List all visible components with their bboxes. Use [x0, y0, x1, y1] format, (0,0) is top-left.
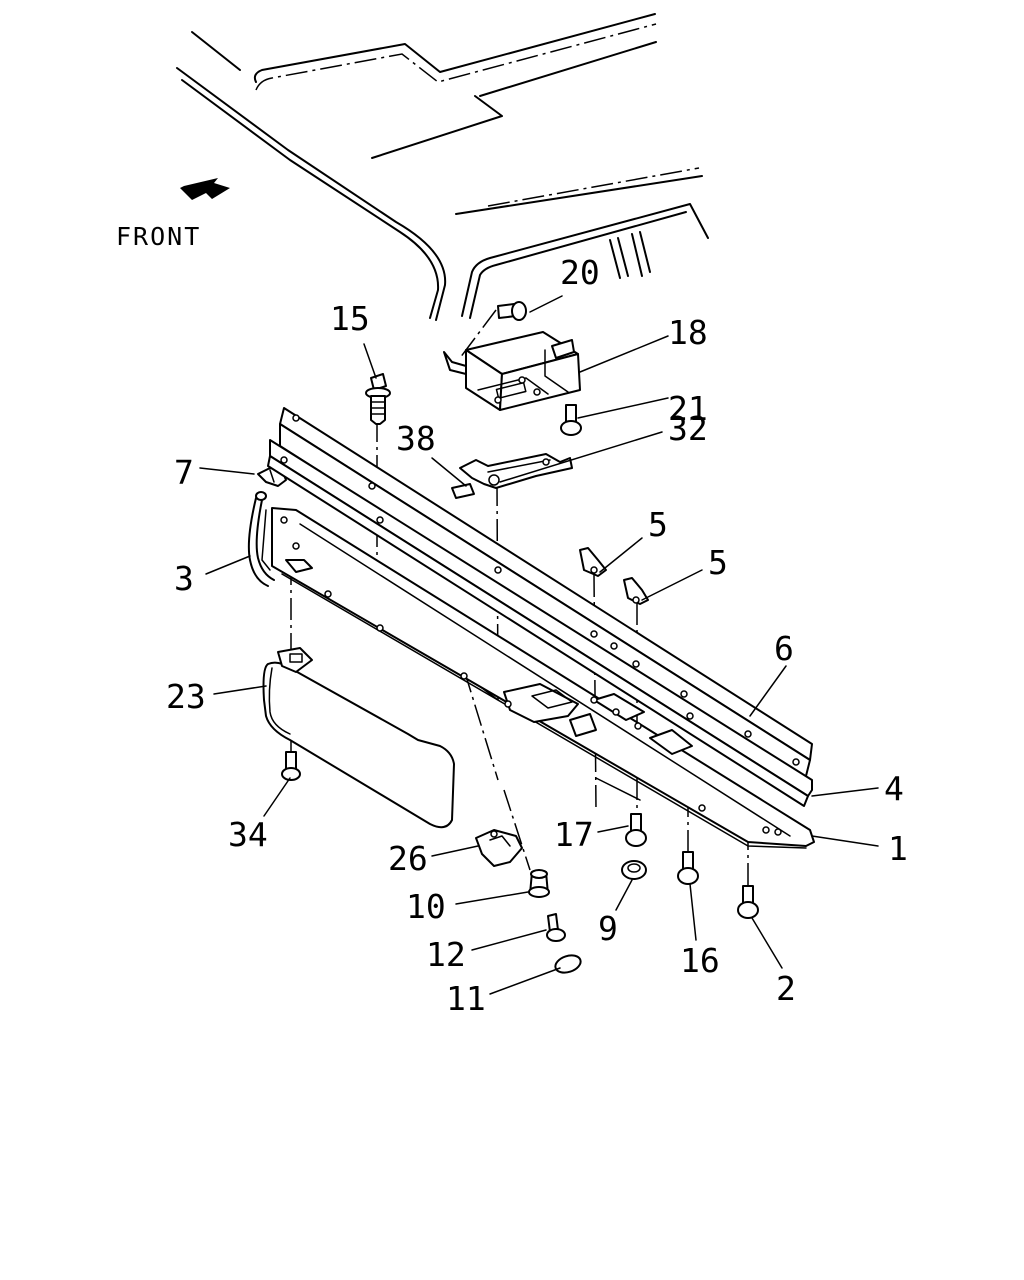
clip-part-15 — [365, 373, 391, 425]
bolt-part-2 — [737, 885, 759, 919]
front-arrow — [180, 178, 230, 200]
screw-part-17 — [625, 813, 647, 847]
screw-part-20 — [497, 301, 527, 321]
callout-16: 16 — [680, 941, 720, 980]
screw-part-34 — [281, 751, 301, 781]
nut-part-9 — [621, 860, 647, 880]
roof-outline — [176, 13, 709, 321]
rail-part-6 — [279, 407, 813, 777]
strip-part-3 — [247, 491, 275, 587]
panel-part-1 — [261, 507, 815, 849]
callout-9: 9 — [598, 909, 618, 948]
sun-visor-part-23 — [262, 647, 455, 829]
leader-lines — [199, 295, 879, 995]
callout-12: 12 — [426, 935, 466, 974]
plate-part-32 — [459, 453, 573, 489]
callout-18: 18 — [668, 313, 708, 352]
clip-part-5-lower — [623, 577, 649, 605]
bracket-part-26 — [475, 829, 523, 867]
screw-part-21 — [560, 404, 582, 436]
callout-38: 38 — [396, 419, 436, 458]
front-label: FRONT — [116, 222, 201, 251]
screw-part-12 — [546, 913, 566, 942]
callout-1: 1 — [888, 829, 908, 868]
callout-17: 17 — [554, 815, 594, 854]
cap-part-11 — [554, 954, 582, 974]
callout-26: 26 — [388, 839, 428, 878]
callout-34: 34 — [228, 815, 268, 854]
callout-4: 4 — [884, 769, 904, 808]
callout-2: 2 — [776, 969, 796, 1008]
pad-part-38 — [451, 483, 475, 499]
clip-part-5-upper — [579, 547, 607, 577]
callout-10: 10 — [406, 887, 446, 926]
callout-21: 21 — [668, 389, 708, 428]
grommet-part-10 — [528, 869, 550, 898]
bracket-box-part-18 — [443, 331, 581, 411]
rail-part-4 — [267, 439, 813, 807]
callout-3: 3 — [174, 559, 194, 598]
callout-5-upper: 5 — [648, 505, 668, 544]
callout-7: 7 — [174, 453, 194, 492]
bolt-part-16 — [677, 851, 699, 885]
callout-5-lower: 5 — [708, 543, 728, 582]
callout-11: 11 — [446, 979, 486, 1018]
callout-32: 32 — [668, 409, 708, 448]
callout-6: 6 — [774, 629, 794, 668]
callout-15: 15 — [330, 299, 370, 338]
callout-23: 23 — [166, 677, 206, 716]
callout-20: 20 — [560, 253, 600, 292]
